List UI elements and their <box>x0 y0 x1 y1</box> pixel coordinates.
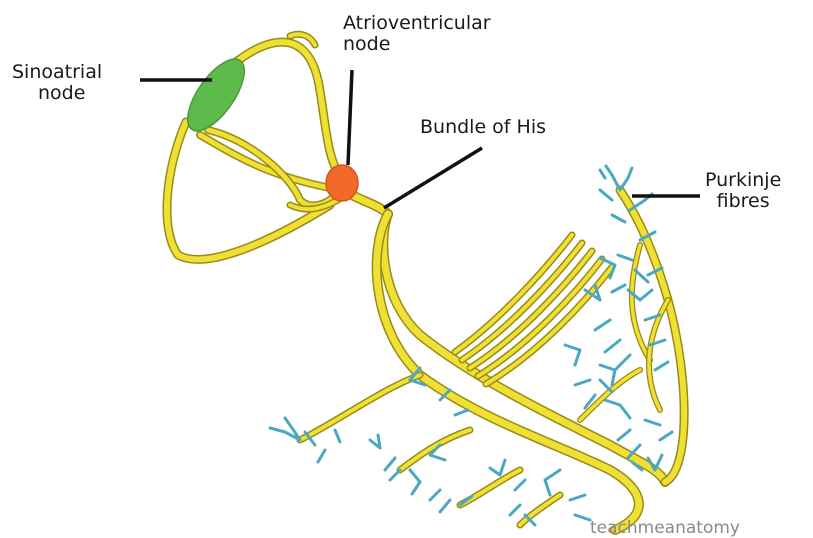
purkinje-label-line1: Purkinje <box>705 170 781 191</box>
av-node-label: Atrioventricular node <box>343 13 491 55</box>
purkinje-label: Purkinje fibres <box>705 170 781 212</box>
bundle-of-his-label: Bundle of His <box>420 117 546 138</box>
sa-node-label: Sinoatrial node <box>12 62 102 104</box>
sa-node-label-line1: Sinoatrial <box>12 62 102 83</box>
atrial-pathways <box>167 34 342 259</box>
sinoatrial-node <box>177 50 255 139</box>
atrioventricular-node <box>326 165 358 201</box>
bundle-leader <box>384 148 482 208</box>
purkinje-label-line2: fibres <box>705 191 781 212</box>
av-node-leader <box>348 70 352 165</box>
sa-node-label-line2: node <box>12 83 102 104</box>
av-node-label-line2: node <box>343 34 491 55</box>
av-node-label-line1: Atrioventricular <box>343 13 491 34</box>
watermark: teachmeanatomy <box>590 518 740 538</box>
